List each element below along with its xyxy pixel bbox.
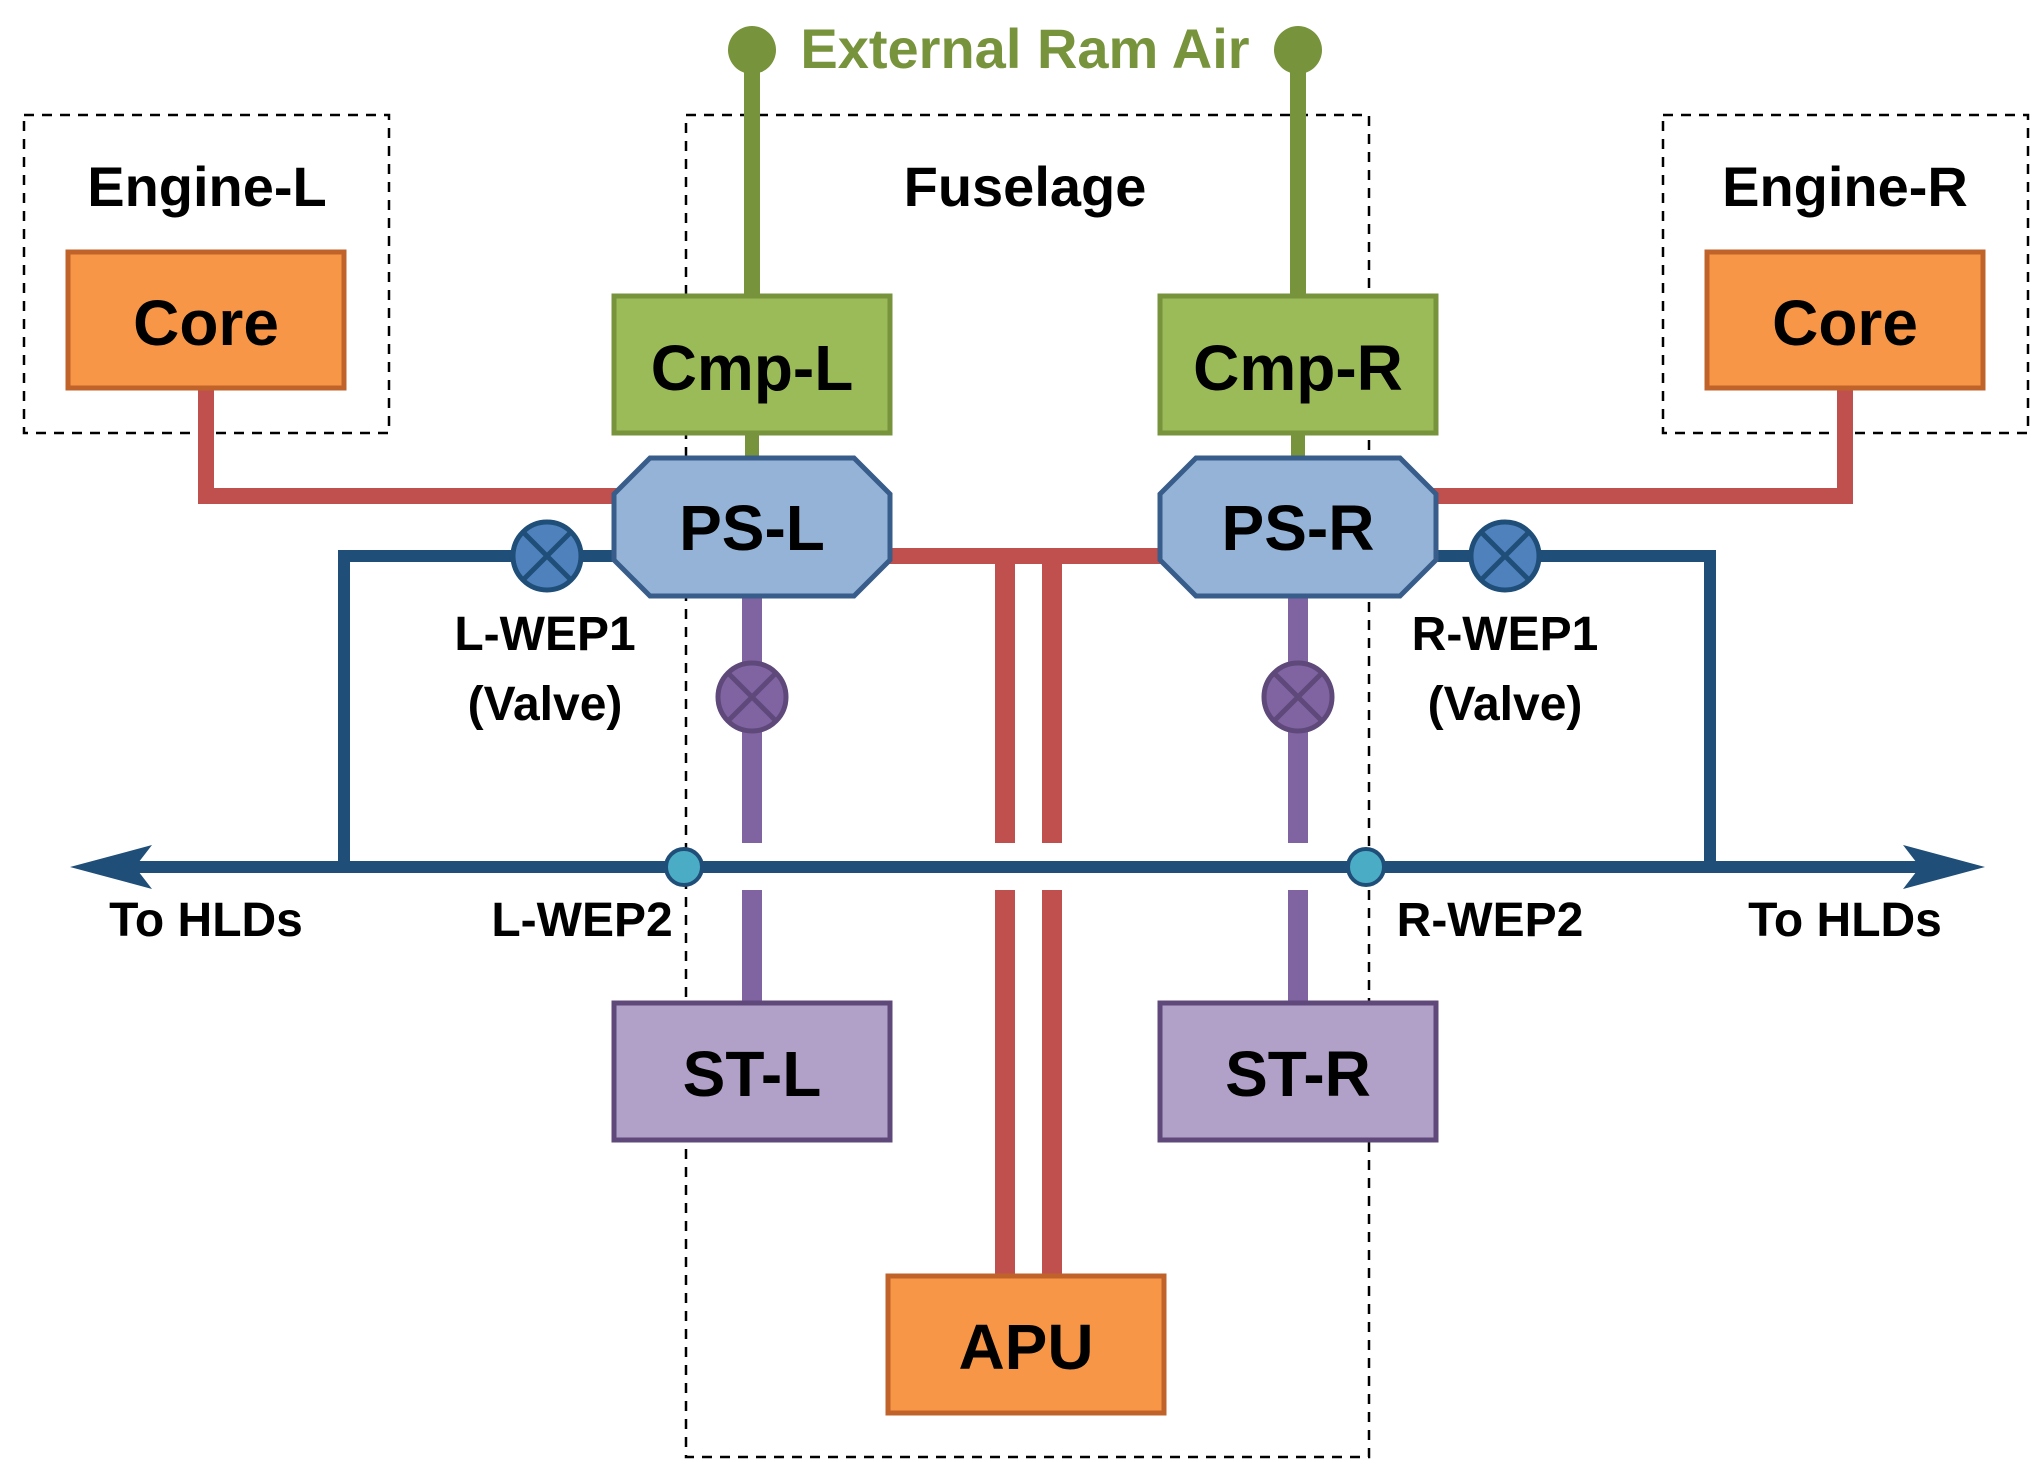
core-right-box xyxy=(1704,249,1986,391)
st-left-box xyxy=(611,1000,893,1143)
ps-right-label: PS-R xyxy=(1222,492,1375,564)
ps-left-box xyxy=(611,455,893,599)
steam-valve-left-icon[interactable] xyxy=(715,660,789,734)
fuselage-label: Fuselage xyxy=(904,155,1147,218)
arrow-left-head xyxy=(70,845,152,889)
r-wep2-node-icon[interactable] xyxy=(1346,847,1386,887)
l-wep2-node-icon[interactable] xyxy=(664,847,704,887)
bleed-line-right xyxy=(1432,388,1853,504)
fuselage-zone xyxy=(684,113,1371,1459)
st-left-label: ST-L xyxy=(683,1038,822,1110)
cmp-right-label: Cmp-R xyxy=(1193,332,1403,404)
ps-right-box xyxy=(1157,455,1439,599)
ram-air-inlet-left xyxy=(728,26,776,74)
ps-left-label: PS-L xyxy=(679,492,825,564)
r-wep1-type-label: (Valve) xyxy=(1428,678,1583,731)
core-left-label: Core xyxy=(133,287,279,359)
l-wep2-label: L-WEP2 xyxy=(491,894,672,947)
core-right-label: Core xyxy=(1772,287,1918,359)
apu-label: APU xyxy=(958,1311,1093,1383)
steam-valve-right-icon[interactable] xyxy=(1261,660,1335,734)
apu-box xyxy=(885,1273,1167,1416)
r-wep2-label: R-WEP2 xyxy=(1397,894,1584,947)
engine-left-label: Engine-L xyxy=(87,155,327,218)
to-hlds-left-label: To HLDs xyxy=(109,894,303,947)
r-wep1-valve-icon[interactable] xyxy=(1468,519,1542,593)
r-wep1-label: R-WEP1 xyxy=(1412,608,1599,661)
l-wep1-label: L-WEP1 xyxy=(454,608,635,661)
st-right-box xyxy=(1157,1000,1439,1143)
st-right-label: ST-R xyxy=(1225,1038,1371,1110)
cmp-left-label: Cmp-L xyxy=(651,332,854,404)
bleed-line-left xyxy=(198,388,620,504)
cmp-left-box xyxy=(611,293,893,436)
to-hlds-right-label: To HLDs xyxy=(1748,894,1942,947)
l-wep1-valve-icon[interactable] xyxy=(510,519,584,593)
cmp-right-box xyxy=(1157,293,1439,436)
core-left-box xyxy=(65,249,347,391)
engine-right-label: Engine-R xyxy=(1722,155,1968,218)
external-ram-air-label: External Ram Air xyxy=(800,17,1249,80)
l-wep1-type-label: (Valve) xyxy=(468,678,623,731)
ram-air-inlet-right xyxy=(1274,26,1322,74)
arrow-right-head xyxy=(1903,845,1985,889)
